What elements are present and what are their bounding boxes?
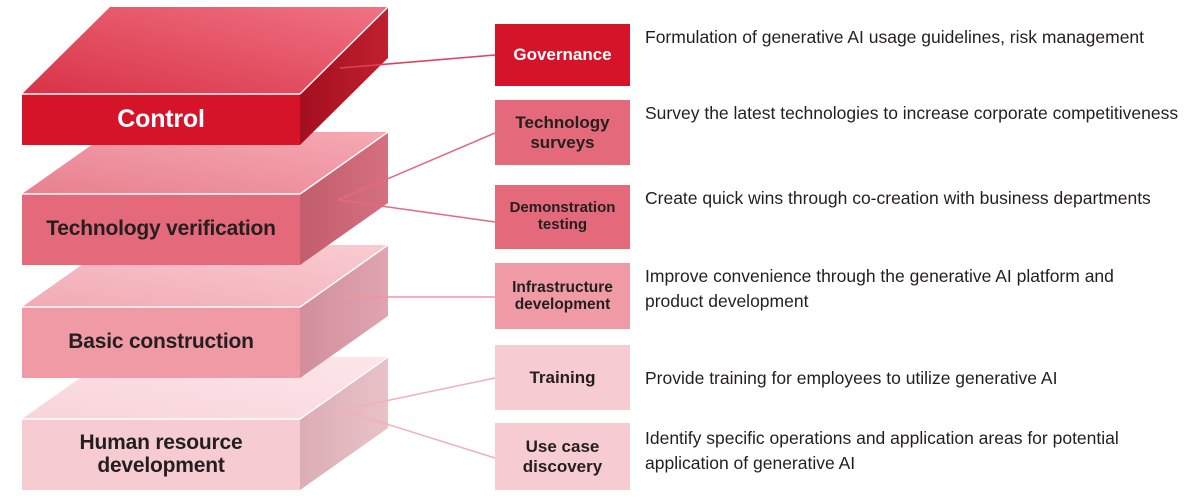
connector-control-governance	[339, 54, 496, 69]
detail-description-technology-surveys: Survey the latest technologies to increa…	[645, 103, 1179, 123]
slab-technology-verification[interactable]	[22, 131, 389, 265]
detail-tag-demonstration-testing[interactable]: Demonstration testing	[495, 185, 630, 249]
detail-description-training: Provide training for employees to utiliz…	[645, 368, 1058, 388]
slab-side-face	[300, 245, 388, 378]
detail-row-technology-surveys[interactable]: Technology surveys Survey the latest tec…	[495, 100, 1190, 165]
detail-row-demonstration-testing[interactable]: Demonstration testing Create quick wins …	[495, 185, 1190, 249]
detail-row-governance[interactable]: Governance Formulation of generative AI …	[495, 24, 1165, 86]
connector-hr-training	[341, 377, 496, 411]
detail-row-infrastructure-development[interactable]: Infrastructure development Improve conve…	[495, 263, 1145, 329]
slab-front-face	[22, 419, 300, 490]
connector-hr-usecase	[341, 409, 496, 459]
slab-control[interactable]	[22, 6, 389, 145]
detail-row-training[interactable]: Training Provide training for employees …	[495, 345, 1190, 410]
detail-description-infrastructure-development: Improve convenience through the generati…	[645, 266, 1114, 311]
slab-side-face	[300, 132, 388, 265]
detail-tag-infrastructure-development[interactable]: Infrastructure development	[495, 263, 630, 329]
slab-top-face	[22, 132, 388, 194]
detail-tag-training[interactable]: Training	[495, 345, 630, 410]
detail-tag-use-case-discovery[interactable]: Use case discovery	[495, 423, 630, 490]
detail-description-demonstration-testing: Create quick wins through co-creation wi…	[645, 188, 1151, 208]
detail-row-use-case-discovery[interactable]: Use case discovery Identify specific ope…	[495, 423, 1165, 490]
detail-column: Governance Formulation of generative AI …	[495, 0, 1200, 500]
slab-front-face	[22, 307, 300, 378]
slab-top-face	[22, 7, 388, 94]
slab-side-face	[300, 7, 388, 145]
slab-front-face	[22, 194, 300, 265]
detail-tag-governance[interactable]: Governance	[495, 24, 630, 86]
connector-techverif-hub	[337, 132, 496, 201]
slab-front-face	[22, 94, 300, 145]
connector-techverif-demo	[337, 199, 496, 223]
slab-basic-construction[interactable]	[22, 244, 389, 378]
detail-description-governance: Formulation of generative AI usage guide…	[645, 27, 1145, 47]
slab-side-face	[300, 357, 388, 490]
stack-graphic	[22, 6, 389, 490]
detail-description-use-case-discovery: Identify specific operations and applica…	[645, 428, 1119, 473]
detail-tag-technology-surveys[interactable]: Technology surveys	[495, 100, 630, 165]
